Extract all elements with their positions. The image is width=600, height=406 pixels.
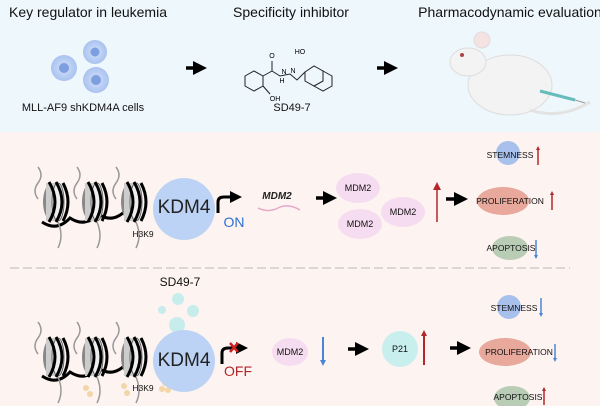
chromatin-on [33,165,148,250]
stemness-off-label: STEMNESS [490,303,538,313]
mouse-illustration [449,31,591,116]
kdm4-off-circle [153,330,215,392]
mrna-icon [257,205,301,212]
on-label: ON [223,214,245,230]
atom-label: N [281,69,287,76]
flow-arrows [186,61,471,356]
atom-label: N [290,68,296,75]
mdm2-protein-label: MDM2 [344,183,372,193]
title-key-regulator: Key regulator in leukemia [9,4,167,20]
block-x-icon [229,342,239,353]
kdm4-on-circle [153,178,215,240]
title-specificity-inhibitor: Specificity inhibitor [233,4,349,20]
compound-caption: SD49-7 [273,102,311,114]
chromatin-off [33,320,171,405]
atom-label: OH [269,96,281,103]
apoptosis-off-label: APOPTOSIS [493,392,543,402]
proliferation-on-label: PROLIFERATION [476,196,544,206]
outcome-blobs [477,141,531,406]
leukemia-cells [51,40,109,93]
level-arrows [320,146,557,405]
kdm4-on-label: KDM4 [157,197,211,218]
atom-label: HO [294,49,306,56]
h3k9-off-label: H3K9 [132,383,154,393]
apoptosis-on-label: APOPTOSIS [486,243,536,253]
transcription-on-arrow [216,191,242,213]
mdm2-protein-off [272,338,308,366]
transcription-off-arrow [220,342,248,364]
mdm2-proteins [336,173,425,239]
title-pharmacodynamic: Pharmacodynamic evaluation [418,4,600,20]
off-label: OFF [224,363,252,379]
mdm2-gene-label: MDM2 [262,191,292,202]
sd49-7-molecules [158,293,199,333]
atom-label: O [269,53,275,60]
h3k9-on-label: H3K9 [132,229,154,239]
mdm2-protein-label: MDM2 [389,207,417,217]
sd49-7-structure [244,61,333,95]
sd49-7-label: SD49-7 [159,275,201,289]
mdm2-protein-label: MDM2 [346,219,374,229]
p21-label: P21 [391,344,409,354]
cells-caption: MLL-AF9 shKDM4A cells [21,102,145,114]
atom-label: H [279,78,285,85]
kdm4-off-label: KDM4 [157,350,211,371]
mdm2-off-label: MDM2 [276,347,304,357]
proliferation-off-label: PROLIFERATION [485,347,553,357]
stemness-on-label: STEMNESS [486,150,534,160]
p21-protein [382,331,418,367]
